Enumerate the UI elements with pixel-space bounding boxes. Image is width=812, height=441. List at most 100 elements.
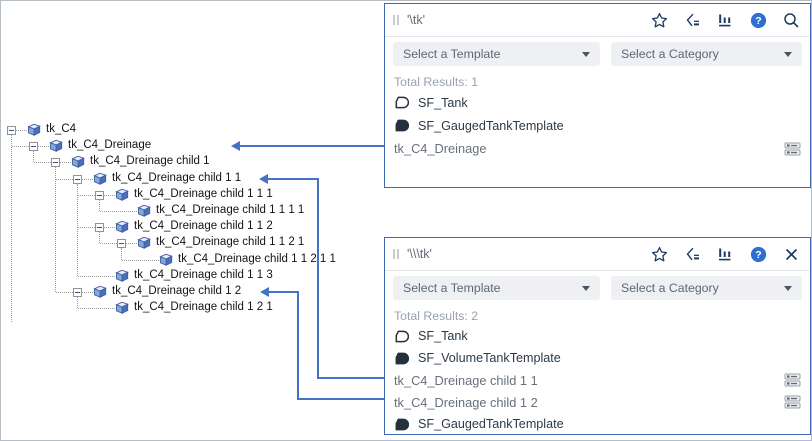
tree-expand-toggle[interactable] (95, 191, 104, 200)
tree-node-label[interactable]: tk_C4_Dreinage child 1 1 2 1 1 (178, 253, 336, 265)
tree-line (99, 232, 100, 243)
tree-expand-toggle[interactable] (29, 142, 38, 151)
template-dropdown[interactable]: Select a Template (393, 42, 600, 66)
help-icon[interactable]: ? (749, 11, 767, 29)
tree-line (12, 146, 29, 147)
search-header: '\tk' ? (385, 4, 810, 37)
tree-node-label[interactable]: tk_C4_Dreinage child 1 1 1 (134, 188, 273, 200)
tree-line (78, 276, 115, 277)
result-row[interactable]: tk_C4_Dreinage (394, 137, 801, 160)
template-dropdown[interactable]: Select a Template (393, 276, 600, 300)
search-criteria-icon[interactable] (683, 245, 701, 263)
favorite-star-icon[interactable] (650, 245, 668, 263)
search-criteria-icon[interactable] (683, 11, 701, 29)
close-icon[interactable] (782, 245, 800, 263)
element-cube-icon (27, 123, 41, 136)
tree-line (121, 248, 122, 260)
chart-columns-icon[interactable] (716, 245, 734, 263)
element-cube-icon (115, 220, 129, 233)
tree-expand-toggle[interactable] (95, 223, 104, 232)
element-cube-icon (115, 301, 129, 314)
tree-line (38, 146, 49, 147)
drag-handle-icon[interactable] (393, 15, 399, 25)
result-row[interactable]: SF_GaugedTankTemplate (394, 114, 801, 137)
attributes-icon[interactable] (784, 373, 801, 387)
search-input[interactable]: '\\\tk' (407, 247, 432, 261)
result-label: SF_Tank (418, 95, 468, 110)
result-label: SF_GaugedTankTemplate (418, 417, 564, 431)
element-cube-icon (159, 253, 173, 266)
tree-expand-toggle[interactable] (51, 158, 60, 167)
tree-node-label[interactable]: tk_C4_Dreinage child 1 2 1 (134, 301, 273, 313)
tree-node-label[interactable]: tk_C4_Dreinage child 1 1 2 (134, 220, 273, 232)
tree-line (126, 243, 137, 244)
tree-line (104, 227, 115, 228)
element-cube-icon (137, 236, 151, 249)
tree-line (60, 162, 71, 163)
result-row[interactable]: SF_VolumeTankTemplate (394, 347, 801, 369)
result-row[interactable]: SF_Tank (394, 325, 801, 347)
search-input[interactable]: '\tk' (407, 13, 425, 27)
result-row[interactable]: SF_Tank (394, 91, 801, 114)
tree-node-label[interactable]: tk_C4_Dreinage (68, 139, 152, 151)
chart-columns-icon[interactable] (716, 11, 734, 29)
template-icon (394, 330, 409, 343)
category-dropdown-label: Select a Category (621, 281, 719, 295)
result-label: SF_VolumeTankTemplate (418, 351, 561, 365)
tree-line (77, 297, 78, 308)
tree-node-label[interactable]: tk_C4 (46, 123, 77, 135)
search-panel-top: '\tk' ? Select a Template Select a Categ… (384, 3, 811, 188)
tree-line (56, 292, 73, 293)
tree-line (78, 227, 95, 228)
element-cube-icon (49, 139, 63, 152)
tree-node-label[interactable]: tk_C4_Dreinage child 1 (90, 155, 210, 167)
tree-line (56, 179, 73, 180)
tree-line (33, 151, 34, 162)
tree-line (77, 184, 78, 276)
tree-node-label[interactable]: tk_C4_Dreinage child 1 1 (112, 172, 242, 184)
template-dropdown-label: Select a Template (403, 47, 501, 61)
tree-line (122, 260, 159, 261)
svg-text:?: ? (755, 15, 761, 27)
tree-node-label[interactable]: tk_C4_Dreinage child 1 1 1 1 (156, 204, 305, 216)
template-icon (394, 418, 409, 431)
tree-node-label[interactable]: tk_C4_Dreinage child 1 1 2 1 (156, 236, 305, 248)
template-icon (394, 119, 409, 132)
tree-line (34, 162, 51, 163)
svg-text:?: ? (755, 249, 761, 261)
attributes-icon[interactable] (784, 142, 801, 156)
tree-line (104, 195, 115, 196)
result-label: tk_C4_Dreinage child 1 1 (394, 372, 538, 388)
favorite-star-icon[interactable] (650, 11, 668, 29)
element-cube-icon (93, 285, 107, 298)
category-dropdown[interactable]: Select a Category (611, 42, 802, 66)
result-label: SF_GaugedTankTemplate (418, 118, 564, 133)
tree-line (78, 308, 115, 309)
result-row[interactable]: tk_C4_Dreinage child 1 1 (394, 369, 801, 391)
result-row[interactable]: tk_C4_Dreinage child 1 2 (394, 391, 801, 413)
result-row[interactable]: SF_GaugedTankTemplate (394, 413, 801, 435)
total-results: Total Results: 2 (394, 309, 479, 323)
search-icon[interactable] (782, 11, 800, 29)
tree-node-label[interactable]: tk_C4_Dreinage child 1 1 3 (134, 269, 273, 281)
element-cube-icon (115, 188, 129, 201)
tree-expand-toggle[interactable] (73, 288, 82, 297)
tree-line (100, 211, 137, 212)
tree-line (55, 167, 56, 292)
tree-expand-toggle[interactable] (117, 239, 126, 248)
tree-expand-toggle[interactable] (73, 175, 82, 184)
tree-node-label[interactable]: tk_C4_Dreinage child 1 2 (112, 285, 242, 297)
attributes-icon[interactable] (784, 395, 801, 409)
chevron-down-icon (582, 285, 590, 291)
drag-handle-icon[interactable] (393, 249, 399, 259)
category-dropdown[interactable]: Select a Category (611, 276, 802, 300)
element-cube-icon (93, 172, 107, 185)
tree-expand-toggle[interactable] (7, 126, 16, 135)
help-icon[interactable]: ? (749, 245, 767, 263)
search-panel-bottom: '\\\tk' ? Select a Template Select a Cat… (384, 237, 811, 435)
total-results: Total Results: 1 (394, 75, 479, 89)
result-label: tk_C4_Dreinage (394, 141, 487, 156)
